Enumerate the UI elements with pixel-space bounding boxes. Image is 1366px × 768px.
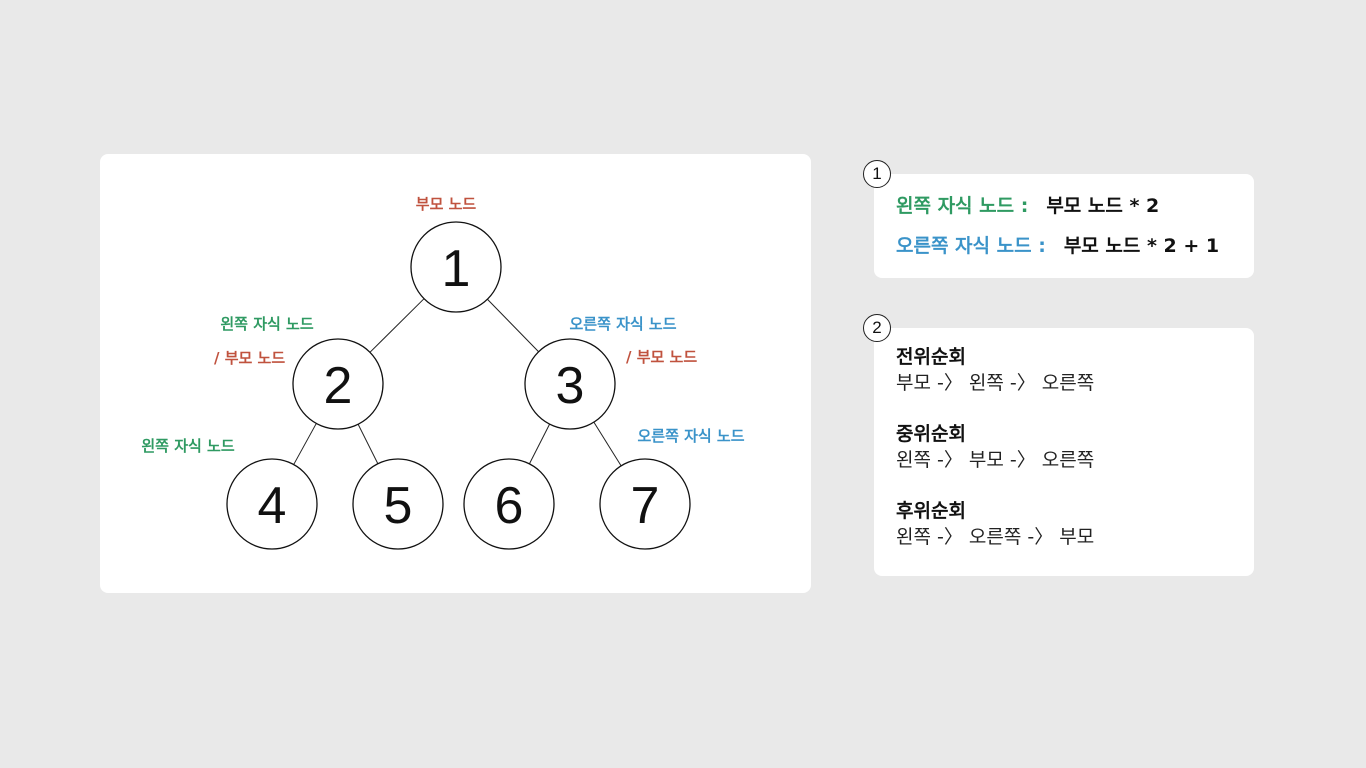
section-badge-1: 1 [863, 160, 891, 188]
tree-node-circle-4 [226, 458, 318, 550]
tree-node-label-1: 1 [442, 240, 471, 298]
tree-node-circle-5 [352, 458, 444, 550]
postorder-sequence: 왼쪽 -〉 오른쪽 -〉 부모 [896, 526, 1095, 548]
left-child-formula-expression: 부모 노드 * 2 [1046, 195, 1160, 217]
preorder-block: 전위순회 부모 -〉 왼쪽 -〉 오른쪽 [896, 344, 1094, 396]
inorder-sequence: 왼쪽 -〉 부모 -〉 오른쪽 [896, 449, 1095, 471]
tree-node-label-7: 7 [631, 477, 660, 535]
left-child-formula: 왼쪽 자식 노드 : 부모 노드 * 2 [896, 191, 1159, 218]
preorder-sequence: 부모 -〉 왼쪽 -〉 오른쪽 [896, 372, 1095, 394]
edge-3-7 [593, 421, 622, 467]
tree-node-5: 5 [352, 458, 444, 550]
tree-diagram-panel: 1 2 3 4 5 6 7 부모 노드 왼쪽 자식 노드 / 부모 노드 오른쪽 자식 노드… [100, 154, 811, 593]
tree-node-6: 6 [463, 458, 555, 550]
right-child-formula-expression: 부모 노드 * 2 + 1 [1063, 235, 1220, 257]
tree-edges [293, 298, 622, 467]
right-child-formula: 오른쪽 자식 노드 : 부모 노드 * 2 + 1 [896, 231, 1219, 258]
tree-nodes: 1 2 3 4 5 6 7 [226, 221, 691, 550]
binary-tree-diagram: 1 2 3 4 5 6 7 부모 노드 왼쪽 자식 노드 / 부모 노드 오른쪽 자식 노드… [141, 195, 745, 550]
tree-node-circle-2 [292, 338, 384, 430]
inorder-title: 중위순회 [896, 423, 966, 445]
tree-node-3: 3 [524, 338, 616, 430]
node2-parent-annotation: / 부모 노드 [214, 349, 285, 367]
tree-node-7: 7 [599, 458, 691, 550]
tree-node-label-4: 4 [258, 477, 287, 535]
node3-right-child-annotation: 오른쪽 자식 노드 [569, 315, 676, 333]
tree-node-label-6: 6 [495, 477, 524, 535]
edge-2-5 [357, 424, 379, 464]
tree-node-circle-1 [410, 221, 502, 313]
tree-node-2: 2 [292, 338, 384, 430]
edge-2-4 [293, 423, 317, 465]
tree-node-circle-7 [599, 458, 691, 550]
right-child-formula-label: 오른쪽 자식 노드 : [896, 235, 1046, 257]
postorder-block: 후위순회 왼쪽 -〉 오른쪽 -〉 부모 [896, 498, 1094, 550]
traversal-order-panel: 전위순회 부모 -〉 왼쪽 -〉 오른쪽 중위순회 왼쪽 -〉 부모 -〉 오른… [874, 328, 1254, 576]
preorder-title: 전위순회 [896, 346, 966, 368]
parent-node-annotation: 부모 노드 [416, 195, 477, 213]
tree-node-label-5: 5 [384, 477, 413, 535]
tree-node-label-3: 3 [556, 357, 585, 415]
tree-node-circle-6 [463, 458, 555, 550]
tree-node-1: 1 [410, 221, 502, 313]
edge-1-2 [369, 298, 425, 353]
edge-3-6 [528, 423, 551, 465]
inorder-block: 중위순회 왼쪽 -〉 부모 -〉 오른쪽 [896, 421, 1094, 473]
node7-right-child-annotation: 오른쪽 자식 노드 [637, 427, 744, 445]
node4-left-child-annotation: 왼쪽 자식 노드 [141, 437, 234, 455]
index-formula-panel: 왼쪽 자식 노드 : 부모 노드 * 2 오른쪽 자식 노드 : 부모 노드 * 2… [874, 174, 1254, 278]
left-child-formula-label: 왼쪽 자식 노드 : [896, 195, 1029, 217]
tree-node-4: 4 [226, 458, 318, 550]
edge-1-3 [487, 298, 539, 353]
node3-parent-annotation: / 부모 노드 [626, 348, 697, 366]
tree-node-circle-3 [524, 338, 616, 430]
postorder-title: 후위순회 [896, 500, 966, 522]
node2-left-child-annotation: 왼쪽 자식 노드 [220, 315, 313, 333]
section-badge-2: 2 [863, 314, 891, 342]
tree-node-label-2: 2 [324, 357, 353, 415]
